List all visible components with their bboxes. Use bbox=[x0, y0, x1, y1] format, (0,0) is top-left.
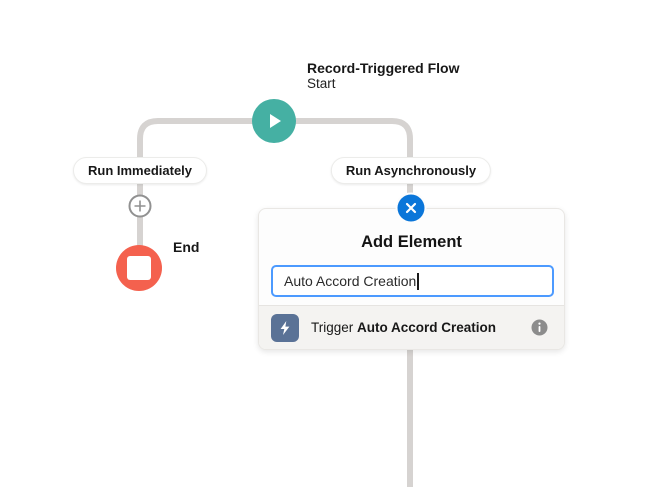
end-node-label: End bbox=[173, 239, 200, 255]
branch-label-run-immediately: Run Immediately bbox=[72, 157, 208, 184]
connector-left-branch bbox=[137, 118, 274, 248]
search-result-trigger[interactable]: Trigger Auto Accord Creation bbox=[259, 305, 564, 349]
lightning-icon bbox=[271, 313, 299, 342]
search-result-label: Trigger Auto Accord Creation bbox=[311, 320, 496, 335]
flow-type-title: Record-Triggered Flow bbox=[307, 60, 460, 76]
close-icon bbox=[405, 202, 418, 215]
start-node-label: Record-Triggered Flow Start bbox=[307, 60, 459, 92]
start-subtitle: Start bbox=[307, 76, 336, 91]
info-icon[interactable] bbox=[531, 319, 548, 336]
close-popup-button[interactable] bbox=[397, 194, 425, 222]
plus-icon bbox=[134, 200, 147, 213]
popup-title: Add Element bbox=[361, 233, 462, 251]
text-caret bbox=[417, 272, 419, 290]
play-icon bbox=[264, 111, 284, 131]
search-input-value: Auto Accord Creation bbox=[284, 273, 417, 289]
result-type-label: Trigger bbox=[311, 320, 354, 335]
end-node[interactable] bbox=[116, 245, 162, 291]
add-element-popup: Add Element Auto Accord Creation Trigger… bbox=[258, 208, 565, 350]
search-input[interactable]: Auto Accord Creation bbox=[271, 265, 554, 297]
stop-icon bbox=[127, 256, 151, 280]
start-node[interactable] bbox=[252, 99, 296, 143]
result-name: Auto Accord Creation bbox=[357, 320, 497, 335]
add-element-button[interactable] bbox=[128, 194, 152, 218]
branch-label-run-asynchronously: Run Asynchronously bbox=[330, 157, 492, 184]
